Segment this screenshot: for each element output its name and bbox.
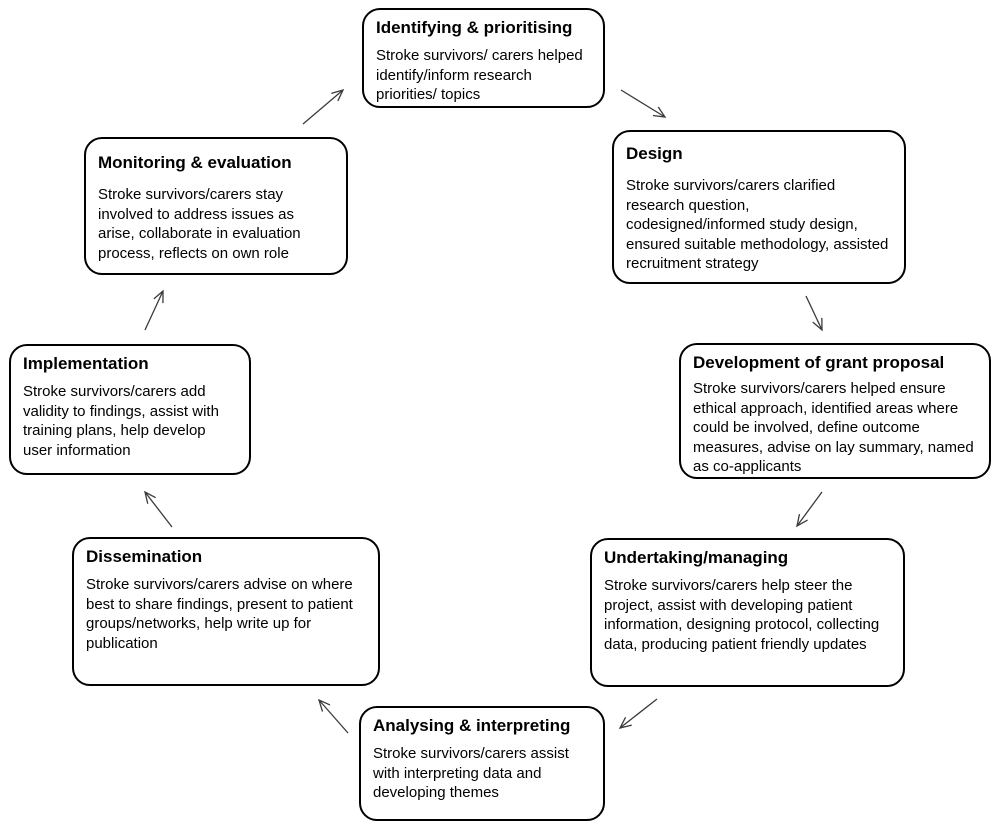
stage-undertaking-managing: Undertaking/managing Stroke survivors/ca… — [590, 538, 905, 687]
stage-monitoring-evaluation: Monitoring & evaluation Stroke survivors… — [84, 137, 348, 275]
stage-title: Design — [626, 144, 683, 163]
arrow-design-to-grant — [805, 295, 823, 332]
stage-description: Stroke survivors/carers assist with inte… — [373, 745, 569, 801]
stage-identifying-prioritising: Identifying & prioritising Stroke surviv… — [362, 8, 605, 108]
arrow-dissemination-to-implementation — [144, 490, 173, 528]
stage-description: Stroke survivors/carers add validity to … — [23, 383, 219, 459]
stage-implementation: Implementation Stroke survivors/carers a… — [9, 344, 251, 475]
stage-description: Stroke survivors/ carers helped identify… — [376, 47, 583, 103]
arrow-analysing-to-dissemination — [317, 698, 349, 734]
stage-description: Stroke survivors/carers helped ensure et… — [693, 380, 974, 475]
stage-title: Development of grant proposal — [693, 353, 945, 372]
stage-description: Stroke survivors/carers help steer the p… — [604, 577, 880, 653]
arrow-identifying-to-design — [620, 89, 667, 118]
stage-design: Design Stroke survivors/carers clarified… — [612, 130, 906, 284]
stage-title: Implementation — [23, 354, 149, 373]
stage-description: Stroke survivors/carers stay involved to… — [98, 186, 301, 262]
stage-title: Analysing & interpreting — [373, 716, 571, 735]
arrow-implementation-to-monitoring — [144, 289, 164, 331]
stage-dissemination: Dissemination Stroke survivors/carers ad… — [72, 537, 380, 686]
stage-description: Stroke survivors/carers advise on where … — [86, 576, 353, 652]
arrow-grant-to-undertaking — [796, 491, 823, 528]
stage-analysing-interpreting: Analysing & interpreting Stroke survivor… — [359, 706, 605, 821]
arrow-monitoring-to-identifying — [302, 88, 345, 125]
stage-title: Dissemination — [86, 547, 203, 566]
arrow-undertaking-to-analysing — [618, 698, 658, 729]
stage-title: Monitoring & evaluation — [98, 153, 292, 172]
stage-title: Identifying & prioritising — [376, 18, 573, 37]
stage-title: Undertaking/managing — [604, 548, 789, 567]
stage-grant-proposal: Development of grant proposal Stroke sur… — [679, 343, 991, 479]
stage-description: Stroke survivors/carers clarified resear… — [626, 177, 889, 272]
